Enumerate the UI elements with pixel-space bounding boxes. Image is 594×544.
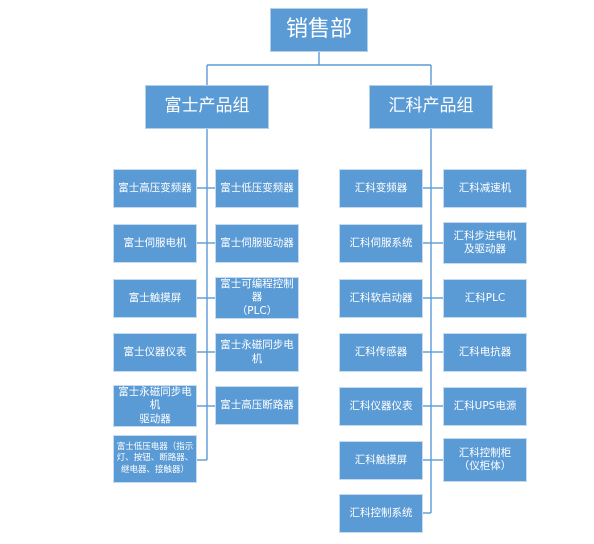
product-box: 汇科控制柜 （仪柜体）	[443, 438, 527, 482]
product-box: 富士伺服电机	[113, 224, 197, 263]
group-node-fuji: 富士产品组	[145, 85, 269, 129]
product-box: 汇科触摸屏	[339, 441, 423, 480]
product-box: 富士触摸屏	[113, 279, 197, 318]
product-box: 汇科电抗器	[443, 333, 527, 372]
product-box: 富士仪器仪表	[113, 333, 197, 372]
product-box: 富士高压断路器	[215, 386, 299, 425]
product-box: 富士永磁同步电机 驱动器	[113, 385, 197, 427]
product-box: 富士高压变频器	[113, 169, 197, 208]
product-box: 富士可编程控制器 （PLC）	[215, 277, 299, 319]
product-box: 富士低压电器（指示 灯、按钮、断路器、 继电器、接触器）	[113, 435, 197, 483]
product-box: 富士伺服驱动器	[215, 224, 299, 263]
product-box: 汇科PLC	[443, 279, 527, 318]
group-node-huike: 汇科产品组	[369, 85, 493, 129]
product-box: 汇科传感器	[339, 333, 423, 372]
product-box: 汇科变频器	[339, 169, 423, 208]
product-box: 汇科仪器仪表	[339, 387, 423, 426]
product-box: 汇科控制系统	[339, 494, 423, 533]
product-box: 汇科UPS电源	[443, 387, 527, 426]
product-box: 汇科伺服系统	[339, 224, 423, 263]
product-box: 汇科步进电机 及驱动器	[443, 222, 527, 264]
product-box: 富士永磁同步电机	[215, 333, 299, 372]
product-box: 汇科减速机	[443, 169, 527, 208]
root-node-sales-dept: 销售部	[270, 8, 368, 52]
product-box: 汇科软启动器	[339, 279, 423, 318]
product-box: 富士低压变频器	[215, 169, 299, 208]
